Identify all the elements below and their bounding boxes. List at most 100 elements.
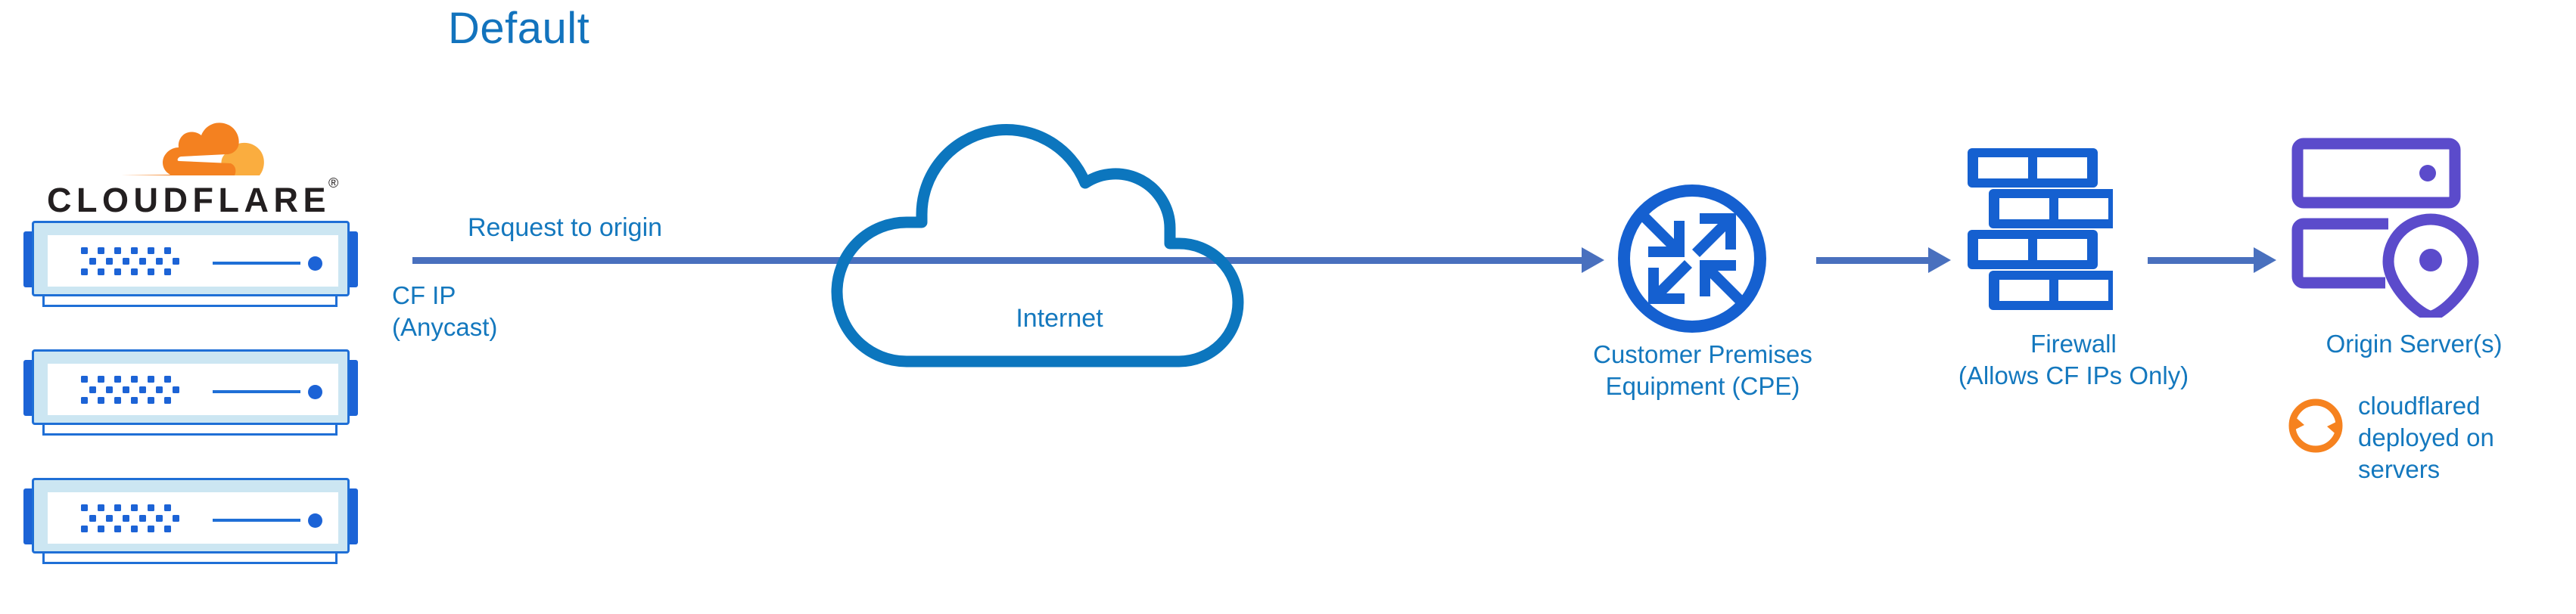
server-led <box>114 504 121 511</box>
server-led <box>148 247 154 254</box>
server-power-indicator <box>308 385 322 399</box>
server-led <box>156 515 163 522</box>
server-led <box>156 258 163 265</box>
node-label-cpe: Customer Premises Equipment (CPE) <box>1593 340 1812 400</box>
cloudflare-logo <box>29 106 347 197</box>
cloud-icon <box>831 124 1244 367</box>
server-led <box>98 504 104 511</box>
cloudflare-cloud-logo-icon <box>121 122 264 175</box>
cf-server-unit-3 <box>21 476 360 564</box>
firewall-node <box>1962 145 2119 317</box>
cpe-node <box>1612 178 1772 343</box>
server-led <box>98 526 104 532</box>
cf-server-unit-1 <box>21 219 360 307</box>
server-led <box>173 258 179 265</box>
node-label-origin-server: Origin Server(s) <box>2326 330 2503 358</box>
server-led <box>148 504 154 511</box>
cf-server-unit-2 <box>21 348 360 436</box>
firewall-to-origin-arrow-head <box>2254 247 2276 273</box>
server-led <box>89 386 96 393</box>
internet-cloud <box>831 112 1270 373</box>
page-title: Default <box>448 4 590 53</box>
server-led <box>123 258 129 265</box>
server-chassis <box>32 349 350 425</box>
server-led <box>98 397 104 404</box>
server-led <box>89 258 96 265</box>
server-led <box>164 376 171 383</box>
server-led <box>81 268 88 275</box>
server-front-panel <box>48 235 338 287</box>
server-led <box>98 268 104 275</box>
server-led <box>106 515 113 522</box>
cloudflared-annotation-icon <box>2282 392 2350 464</box>
server-led <box>98 247 104 254</box>
server-led <box>148 268 154 275</box>
server-led <box>131 247 138 254</box>
server-led <box>123 386 129 393</box>
server-led <box>148 376 154 383</box>
origin-server-node <box>2290 136 2479 322</box>
server-led <box>114 268 121 275</box>
server-led <box>139 386 146 393</box>
server-led-grid <box>81 247 182 278</box>
server-led <box>164 504 171 511</box>
cpe-to-firewall-arrow-line <box>1816 257 1928 264</box>
edge-label-request-to-origin: Request to origin <box>468 213 663 242</box>
cpe-to-firewall-arrow-head <box>1928 247 1951 273</box>
server-chassis <box>32 221 350 296</box>
server-led <box>173 386 179 393</box>
server-led <box>139 515 146 522</box>
server-led <box>106 386 113 393</box>
server-led <box>139 258 146 265</box>
server-led <box>106 258 113 265</box>
firewall-to-origin-arrow-line <box>2148 257 2254 264</box>
node-label-firewall: Firewall (Allows CF IPs Only) <box>1958 330 2189 389</box>
request-arrow-head <box>1582 247 1604 273</box>
server-rack-pin-icon <box>2291 138 2479 322</box>
server-led <box>98 376 104 383</box>
server-led <box>131 376 138 383</box>
server-led <box>131 268 138 275</box>
server-led <box>114 397 121 404</box>
server-led <box>114 247 121 254</box>
node-label-cf-ip: CF IP (Anycast) <box>392 281 498 341</box>
server-power-indicator <box>308 513 322 528</box>
sync-arrows-icon <box>2288 398 2343 453</box>
server-slot-line <box>213 390 300 393</box>
node-label-internet: Internet <box>1016 304 1103 333</box>
server-led <box>81 504 88 511</box>
brick-wall-icon <box>1968 148 2119 310</box>
server-led <box>148 397 154 404</box>
server-led <box>114 526 121 532</box>
server-led <box>156 386 163 393</box>
server-led-grid <box>81 376 182 406</box>
server-led <box>173 515 179 522</box>
server-slot-line <box>213 519 300 522</box>
server-led <box>164 268 171 275</box>
server-front-panel <box>48 364 338 415</box>
server-led <box>81 397 88 404</box>
server-led-grid <box>81 504 182 535</box>
registered-trademark-symbol: ® <box>328 175 339 191</box>
server-front-panel <box>48 492 338 544</box>
cloudflare-wordmark: CLOUDFLARE <box>47 181 331 219</box>
server-led <box>148 526 154 532</box>
server-led <box>81 376 88 383</box>
server-led <box>164 247 171 254</box>
server-led <box>164 397 171 404</box>
server-slot-line <box>213 262 300 265</box>
annotation-label-cloudflared: cloudflared deployed on servers <box>2358 392 2494 483</box>
server-chassis <box>32 478 350 554</box>
server-led <box>81 526 88 532</box>
request-arrow-line <box>412 257 1582 264</box>
server-power-indicator <box>308 256 322 271</box>
server-led <box>81 247 88 254</box>
server-led <box>164 526 171 532</box>
server-led <box>89 515 96 522</box>
router-icon <box>1618 185 1766 333</box>
server-led <box>131 504 138 511</box>
server-led <box>114 376 121 383</box>
server-led <box>123 515 129 522</box>
server-led <box>131 526 138 532</box>
